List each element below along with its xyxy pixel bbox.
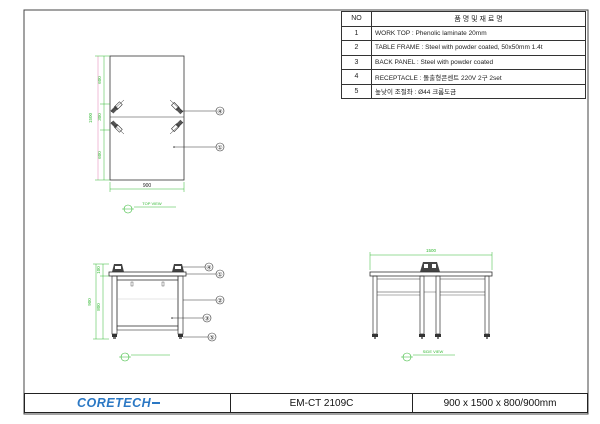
top-view-width-dimension: 900 (109, 182, 185, 192)
top-view: ④ ① 1500 600 300 600 900 (88, 55, 225, 214)
parts-row-name: WORK TOP : Phenolic laminate 20mm (371, 25, 586, 41)
front-view-leg-right (177, 275, 184, 335)
front-view-foot-right (178, 334, 183, 337)
model-number: EM-CT 2109C (231, 394, 413, 412)
parts-row-name: RECEPTACLE : 돌출형콘센트 220V 2구 2set (371, 69, 586, 85)
top-view-dim-total: 1500 (88, 112, 93, 123)
sheet-border (23, 9, 589, 415)
brand-logo: CORETECH (25, 394, 231, 412)
side-view-caption: SIDE VIEW (401, 349, 455, 362)
parts-row: 5 높낮이 조절좌 : Ø44 크롬도금 (341, 83, 586, 99)
top-view-worktop (109, 55, 185, 181)
top-view-dim-upper: 600 (97, 76, 102, 84)
parts-row-name: TABLE FRAME : Steel with powder coated, … (371, 40, 586, 56)
parts-row-no: 2 (341, 40, 372, 56)
title-block: CORETECH EM-CT 2109C 900 x 1500 x 800/90… (24, 393, 588, 413)
parts-row-name: BACK PANEL : Steel with powder coated (371, 54, 586, 70)
front-view-callout-2-label: ② (217, 298, 222, 305)
front-view-callout-5-label: ⑤ (209, 335, 214, 342)
front-view-dim-top: 100 (96, 266, 101, 274)
front-view-callout-2 (215, 295, 225, 305)
parts-row-no: 1 (341, 25, 372, 41)
top-view-callout-1-label: ① (217, 145, 222, 152)
parts-header-no: NO (341, 11, 372, 27)
top-view-receptacle-right (169, 99, 184, 135)
front-view-foot-left (112, 334, 117, 337)
top-view-receptacle-left (110, 99, 125, 135)
side-view: 1500 SIDE VIEW (369, 248, 493, 362)
parts-row: 1 WORK TOP : Phenolic laminate 20mm (341, 25, 586, 41)
front-view-leg-left (111, 275, 118, 335)
side-view-worktop (369, 271, 493, 277)
front-view-callout-3-label: ③ (204, 316, 209, 323)
front-view-worktop (108, 271, 187, 277)
parts-row: 4 RECEPTACLE : 돌출형콘센트 220V 2구 2set (341, 69, 586, 85)
side-view-leg-2 (419, 275, 425, 335)
parts-row-name: 높낮이 조절좌 : Ø44 크롬도금 (371, 83, 586, 99)
side-view-length-dimension: 1500 (369, 248, 493, 270)
top-view-callout-1 (215, 142, 225, 152)
brand-underscore-mark (152, 402, 161, 404)
product-size: 900 x 1500 x 800/900mm (443, 397, 557, 409)
front-view-dim-total: 900 (87, 298, 92, 306)
front-view-callout-1 (215, 269, 225, 279)
top-view-dim-width: 900 (143, 183, 152, 189)
side-view-leg-4 (484, 275, 490, 335)
parts-header-name: 품 명 및 재 료 명 (371, 11, 586, 27)
parts-table-header: NO 품 명 및 재 료 명 (341, 11, 586, 27)
top-view-caption-label: TOP VIEW (142, 201, 162, 206)
side-view-receptacle (420, 262, 440, 272)
brand-name: CORETECH (77, 396, 152, 410)
side-view-leg-1 (372, 275, 378, 335)
front-view-callout-5 (207, 332, 217, 342)
top-view-dim-lower: 600 (97, 151, 102, 159)
side-view-dim-length: 1500 (426, 248, 437, 253)
side-view-leg-3 (435, 275, 441, 335)
top-view-callout-4-label: ④ (217, 109, 222, 116)
top-view-dim-mid: 300 (97, 113, 102, 121)
top-view-vertical-dimensions: 1500 600 300 600 (88, 55, 110, 181)
front-view-caption (119, 352, 170, 362)
front-view-callout-4 (204, 262, 214, 272)
front-view-callout-4-label: ④ (206, 265, 211, 272)
top-view-callout-4 (215, 106, 225, 116)
front-view-callout-1-label: ① (217, 272, 222, 279)
parts-row-no: 5 (341, 83, 372, 99)
front-view-back-panel (116, 279, 179, 327)
parts-row: 2 TABLE FRAME : Steel with powder coated… (341, 40, 586, 56)
front-view-dim-body: 800 (96, 303, 101, 311)
parts-row-no: 4 (341, 69, 372, 85)
parts-row-no: 3 (341, 54, 372, 70)
side-view-caption-label: SIDE VIEW (423, 349, 444, 354)
front-view-vertical-dimensions: 900 100 800 (87, 263, 109, 340)
front-view-callout-3 (202, 313, 212, 323)
parts-row: 3 BACK PANEL : Steel with powder coated (341, 54, 586, 70)
top-view-caption: TOP VIEW (122, 201, 176, 214)
front-view: ④ ① ② ③ ⑤ 900 100 800 (87, 262, 225, 362)
parts-table: NO 품 명 및 재 료 명 1 WORK TOP : Phenolic lam… (341, 11, 586, 99)
